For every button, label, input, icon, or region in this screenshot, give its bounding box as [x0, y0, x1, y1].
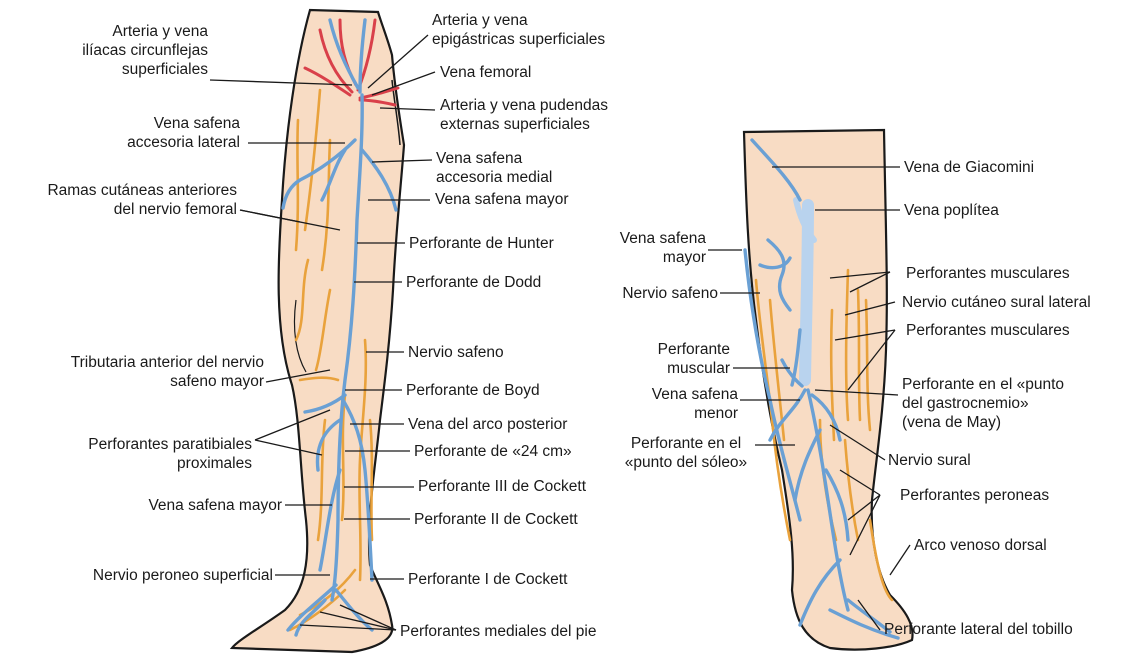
label-sural-nerve: Nervio sural [888, 451, 971, 470]
label-popliteal-vein: Vena poplítea [904, 201, 999, 220]
label-accessory-medial-saphenous: Vena safena accesoria medial [436, 149, 552, 187]
label-medial-foot-perforators: Perforantes mediales del pie [400, 622, 596, 641]
back-leg [744, 130, 913, 650]
label-great-saphenous-lower: Vena safena mayor [110, 496, 282, 515]
label-cockett-i: Perforante I de Cockett [408, 570, 567, 589]
label-superficial-peroneal-nerve: Nervio peroneo superficial [55, 566, 273, 585]
label-24cm-perforator: Perforante de «24 cm» [414, 442, 572, 461]
label-femoral-cutaneous-branches: Ramas cutáneas anteriores del nervio fem… [5, 181, 237, 219]
label-circumflex-iliac: Arteria y vena ilíacas circunflejas supe… [40, 22, 208, 79]
label-great-saphenous-upper: Vena safena mayor [435, 190, 569, 209]
label-back-saphenous-nerve: Nervio safeno [590, 284, 718, 303]
label-boyd-perforator: Perforante de Boyd [406, 381, 540, 400]
front-leg [232, 10, 404, 652]
label-muscular-perforators-1: Perforantes musculares [906, 264, 1070, 283]
label-hunter-perforator: Perforante de Hunter [409, 234, 554, 253]
label-lateral-ankle-perforator: Perforante lateral del tobillo [884, 620, 1073, 639]
label-saphenous-nerve: Nervio safeno [408, 343, 504, 362]
label-back-great-saphenous: Vena safena mayor [600, 229, 706, 267]
label-dodd-perforator: Perforante de Dodd [406, 273, 541, 292]
label-femoral-vein: Vena femoral [440, 63, 531, 82]
label-dorsal-venous-arch: Arco venoso dorsal [914, 536, 1047, 555]
label-external-pudendal: Arteria y vena pudendas externas superfi… [440, 96, 608, 134]
label-accessory-lateral-saphenous: Vena safena accesoria lateral [90, 114, 240, 152]
label-superficial-epigastric: Arteria y vena epigástricas superficiale… [432, 11, 605, 49]
label-lateral-sural-cutaneous-nerve: Nervio cutáneo sural lateral [902, 293, 1091, 312]
label-giacomini-vein: Vena de Giacomini [904, 158, 1034, 177]
label-posterior-arch-vein: Vena del arco posterior [408, 415, 567, 434]
label-small-saphenous: Vena safena menor [620, 385, 738, 423]
label-gastrocnemius-point-perforator: Perforante en el «punto del gastrocnemio… [902, 375, 1064, 432]
label-cockett-iii: Perforante III de Cockett [418, 477, 586, 496]
label-paratibial-perforators: Perforantes paratibiales proximales [60, 435, 252, 473]
label-soleus-point-perforator: Perforante en el «punto del sóleo» [618, 434, 754, 472]
label-cockett-ii: Perforante II de Cockett [414, 510, 578, 529]
label-muscular-perforators-2: Perforantes musculares [906, 321, 1070, 340]
label-peroneal-perforators: Perforantes peroneas [900, 486, 1049, 505]
label-muscular-perforator: Perforante muscular [620, 340, 730, 378]
label-anterior-tributary: Tributaria anterior del nervio safeno ma… [30, 353, 264, 391]
